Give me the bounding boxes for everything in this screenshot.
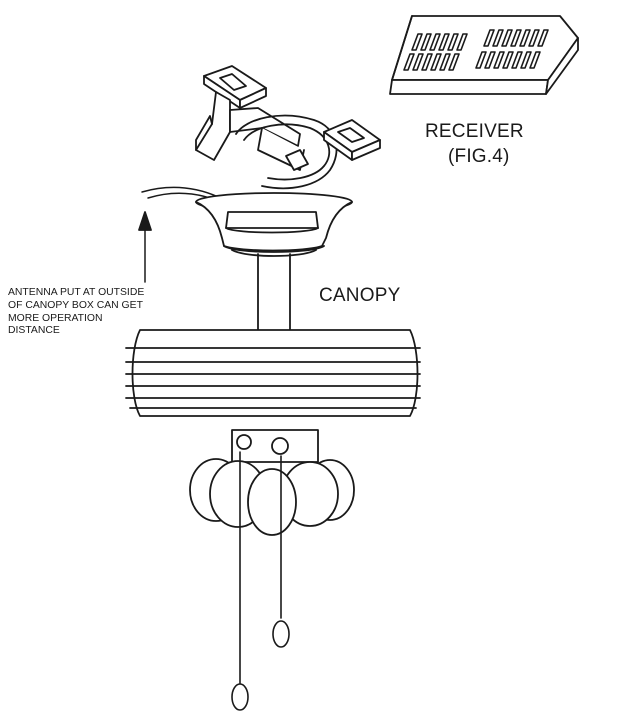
switch-housing — [231, 429, 319, 463]
receiver-label: RECEIVER — [425, 121, 524, 142]
antenna-note: ANTENNA PUT AT OUTSIDE OF CANOPY BOX CAN… — [8, 287, 144, 338]
light-kit — [189, 458, 355, 536]
antenna-pointer-arrow — [138, 211, 152, 283]
receiver-vent-right — [475, 29, 549, 69]
antenna-note-line: ANTENNA PUT AT OUTSIDE — [8, 287, 145, 298]
pull-chains — [231, 451, 290, 711]
motor-housing — [125, 329, 421, 417]
antenna-note-line: MORE OPERATION — [8, 312, 103, 324]
downrod — [257, 253, 291, 331]
mounting-bracket — [195, 65, 381, 190]
receiver-vent-left — [403, 33, 468, 71]
antenna-note-line: DISTANCE — [8, 325, 60, 337]
receiver-module — [389, 15, 579, 95]
canopy-bowl — [195, 192, 353, 257]
antenna-note-line: OF CANOPY BOX CAN GET — [8, 299, 143, 311]
figure-number-label: (FIG.4) — [448, 146, 510, 167]
canopy-label: CANOPY — [319, 285, 401, 306]
